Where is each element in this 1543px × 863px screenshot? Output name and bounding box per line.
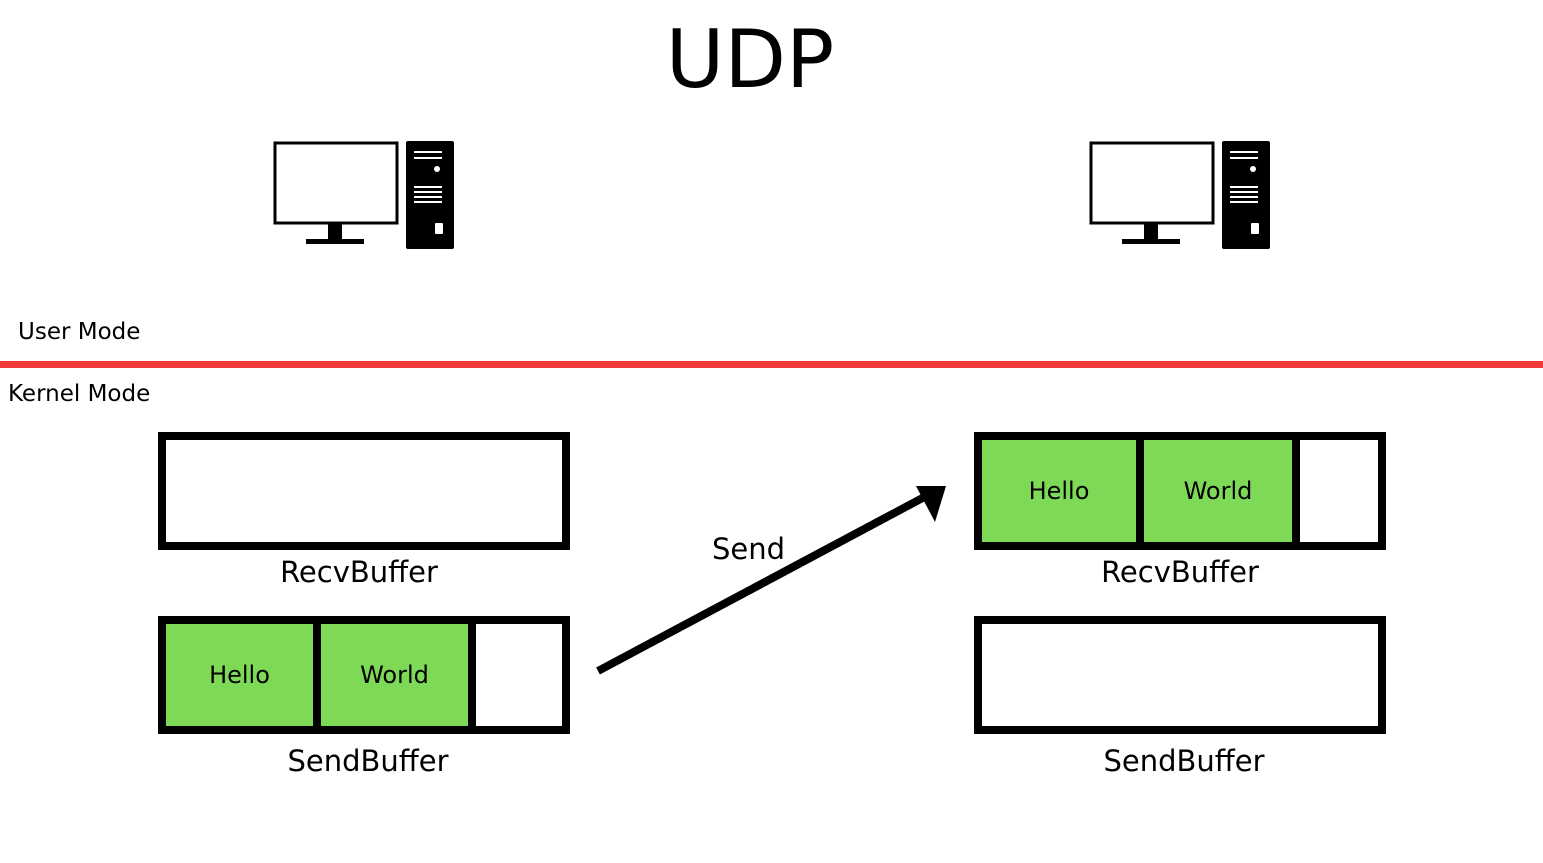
user-mode-label: User Mode xyxy=(18,319,141,345)
left-recv-buffer-label: RecvBuffer xyxy=(280,555,438,589)
diagram-title: UDP xyxy=(665,13,835,106)
buffer-cell: World xyxy=(321,624,476,726)
right-send-buffer-label: SendBuffer xyxy=(1103,744,1265,778)
right-recv-buffer-label: RecvBuffer xyxy=(1101,555,1259,589)
send-label: Send xyxy=(712,532,786,566)
send-arrow xyxy=(596,486,946,675)
buffer-cell: Hello xyxy=(982,440,1144,542)
buffer-cell: Hello xyxy=(166,624,321,726)
kernel-mode-label: Kernel Mode xyxy=(8,381,151,407)
buffer-cell: World xyxy=(1144,440,1300,542)
left-send-buffer-label: SendBuffer xyxy=(287,744,449,778)
right-computer-icon xyxy=(1088,140,1272,250)
left-computer-icon xyxy=(272,140,456,250)
right-send-buffer xyxy=(974,616,1386,734)
left-recv-buffer xyxy=(158,432,570,550)
mode-divider-line xyxy=(0,361,1543,368)
